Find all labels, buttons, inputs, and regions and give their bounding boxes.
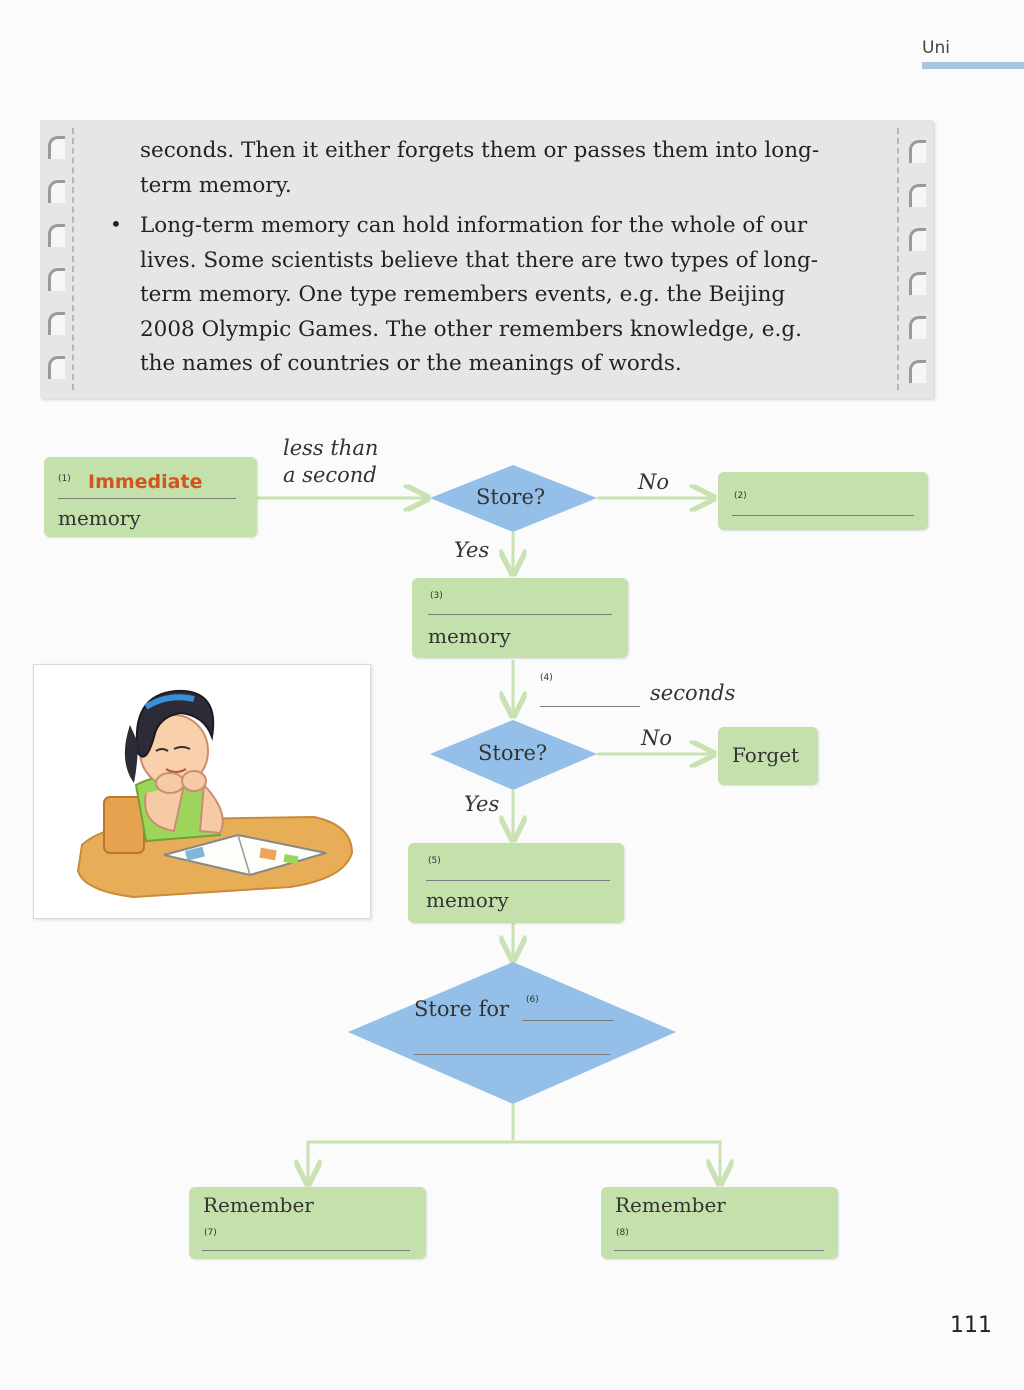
decision2-no: No	[641, 726, 673, 750]
blank-number-1: (1)	[58, 474, 71, 484]
decision2-yes: Yes	[464, 792, 500, 816]
note-line: the names of countries or the meanings o…	[140, 351, 682, 376]
decision2-diamond	[430, 720, 597, 790]
box-5	[408, 843, 624, 923]
ring-icon	[909, 316, 926, 339]
blank-line-6b[interactable]	[414, 1054, 610, 1055]
box5-label: memory	[426, 888, 509, 912]
notebook-note: • seconds. Then it either forgets them o…	[40, 120, 933, 398]
edge1-label-line2: a second	[283, 463, 377, 487]
blank-number-8: (8)	[616, 1228, 629, 1238]
perforation-line	[897, 128, 899, 390]
note-line: 2008 Olympic Games. The other remembers …	[140, 316, 802, 342]
blank-number-2: (2)	[734, 491, 747, 501]
decision1-no: No	[638, 470, 670, 494]
blank-line-1[interactable]	[58, 498, 236, 499]
answer-immediate: Immediate	[88, 471, 203, 493]
branch-line	[306, 1140, 722, 1182]
blank-line-4[interactable]	[540, 706, 640, 707]
notebook-rings-right	[893, 128, 933, 390]
ring-icon	[48, 356, 65, 379]
box-7	[189, 1187, 426, 1259]
decision1-yes: Yes	[454, 538, 490, 562]
edge1-label-line1: less than	[283, 436, 379, 460]
page-number: 111	[950, 1313, 992, 1338]
note-line: lives. Some scientists believe that ther…	[140, 247, 819, 273]
blank-line-8[interactable]	[614, 1250, 824, 1251]
box7-label: Remember	[203, 1193, 314, 1217]
decision3-diamond	[348, 962, 676, 1104]
box-immediate-memory	[44, 457, 257, 537]
edge4-label: seconds	[650, 681, 736, 705]
ring-icon	[909, 228, 926, 251]
blank-line-3[interactable]	[428, 614, 612, 615]
note-line: seconds. Then it either forgets them or …	[140, 138, 820, 163]
blank-number-7: (7)	[204, 1228, 217, 1238]
bullet-icon: •	[110, 212, 122, 236]
blank-number-3: (3)	[430, 591, 443, 601]
box-8	[601, 1187, 838, 1259]
box8-label: Remember	[615, 1193, 726, 1217]
blank-number-5: (5)	[428, 856, 441, 866]
notebook-rings-left	[40, 128, 80, 390]
unit-tab-bar	[922, 62, 1024, 69]
ring-icon	[909, 360, 926, 383]
blank-line-7[interactable]	[202, 1250, 410, 1251]
box-forget	[718, 727, 818, 785]
blank-line-2[interactable]	[732, 515, 914, 516]
note-line: Long-term memory can hold information fo…	[140, 213, 808, 238]
decision1-label: Store?	[476, 485, 546, 509]
decision3-label: Store for	[414, 997, 510, 1021]
ring-icon	[909, 184, 926, 207]
ring-icon	[48, 136, 65, 159]
ring-icon	[48, 180, 65, 203]
decision2-label: Store?	[478, 741, 548, 765]
girl-reading-illustration	[33, 664, 371, 919]
box1-label: memory	[58, 506, 141, 530]
note-text: seconds. Then it either forgets them or …	[140, 134, 860, 382]
ring-icon	[48, 224, 65, 247]
ring-icon	[909, 140, 926, 163]
blank-number-4: (4)	[540, 673, 553, 683]
blank-line-5[interactable]	[426, 880, 610, 881]
ring-icon	[909, 272, 926, 295]
box3-label: memory	[428, 624, 511, 648]
ring-icon	[48, 268, 65, 291]
box-2	[718, 472, 928, 530]
forget-label: Forget	[732, 743, 800, 767]
ring-icon	[48, 312, 65, 335]
note-line: term memory. One type remembers events, …	[140, 282, 786, 307]
blank-number-6: (6)	[526, 995, 539, 1005]
blank-line-6a[interactable]	[522, 1020, 614, 1021]
perforation-line	[72, 128, 74, 390]
decision1-diamond	[430, 465, 597, 532]
unit-tab: Uni	[922, 38, 950, 58]
box-3	[412, 578, 628, 658]
note-line: term memory.	[140, 172, 292, 198]
